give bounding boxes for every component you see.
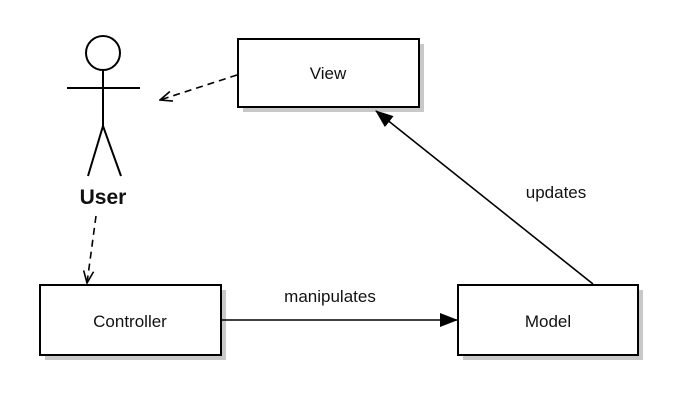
view-to-user-arrow xyxy=(160,74,238,100)
controller-label: Controller xyxy=(93,312,167,331)
model-node: Model xyxy=(457,284,643,360)
model-to-view-arrow xyxy=(375,110,594,285)
user-label: User xyxy=(80,186,127,209)
controller-box xyxy=(39,284,222,356)
view-node: View xyxy=(237,38,424,112)
user-to-controller-arrow xyxy=(87,215,97,283)
model-label: Model xyxy=(525,312,571,331)
stick-figure-icon xyxy=(67,35,140,177)
updates-label: updates xyxy=(526,183,587,202)
view-label: View xyxy=(310,64,347,83)
manipulates-label: manipulates xyxy=(284,287,376,306)
user-actor: User xyxy=(67,35,140,209)
model-box xyxy=(457,284,639,356)
view-box xyxy=(237,38,420,108)
controller-node: Controller xyxy=(39,284,226,360)
